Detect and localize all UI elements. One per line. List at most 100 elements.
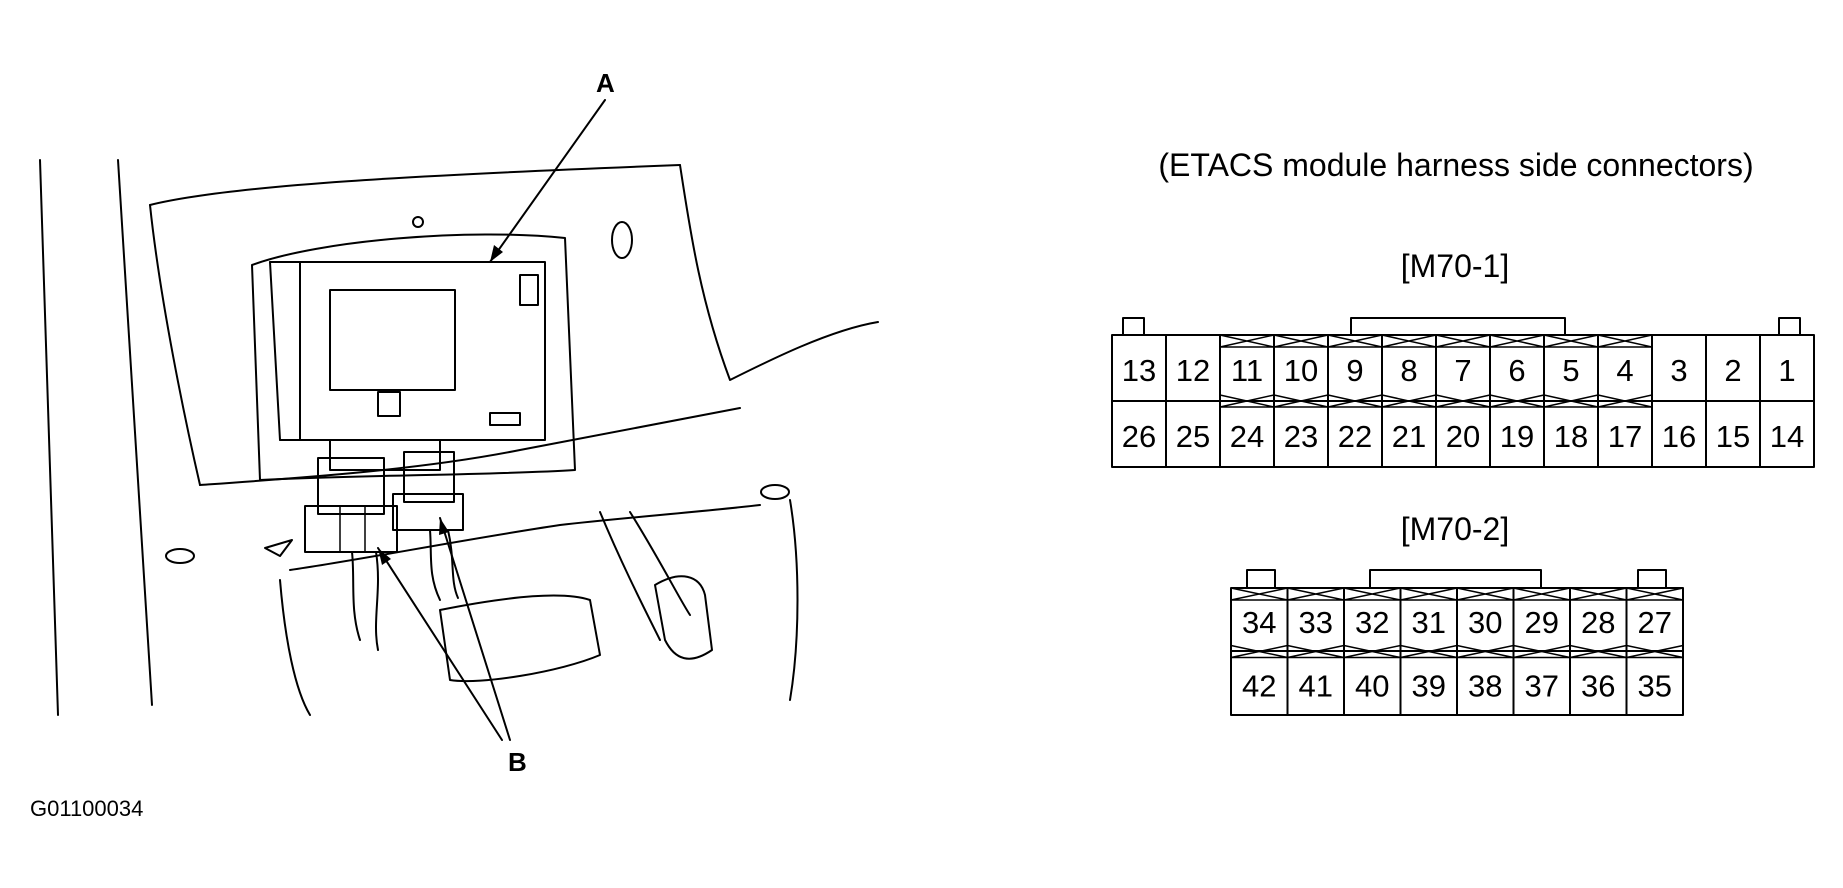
m70-1-lock-hatch bbox=[1219, 334, 1275, 348]
lower-trim-line bbox=[289, 504, 761, 571]
m70-2-pin-34: 34 bbox=[1242, 605, 1276, 640]
m70-1-pin-16: 16 bbox=[1662, 419, 1696, 454]
callout-b-arrowhead-2 bbox=[439, 518, 449, 535]
m70-2-lock-hatch bbox=[1513, 587, 1571, 601]
callout-a-arrowhead bbox=[490, 245, 503, 262]
m70-2-lock-hatch bbox=[1287, 644, 1345, 659]
m70-2-pin-35: 35 bbox=[1638, 668, 1672, 703]
m70-2-lock-hatch bbox=[1626, 644, 1684, 659]
m70-1-pin-20: 20 bbox=[1446, 419, 1480, 454]
m70-1-lock-hatch bbox=[1597, 394, 1653, 408]
m70-1-lock-hatch bbox=[1489, 394, 1545, 408]
module-recess bbox=[251, 233, 576, 481]
m70-2-lock-hatch bbox=[1569, 587, 1627, 601]
trim-hole-right bbox=[760, 484, 790, 500]
m70-2-pin-41: 41 bbox=[1299, 668, 1333, 703]
m70-1-pin-22: 22 bbox=[1338, 419, 1372, 454]
callout-b-leader-1 bbox=[377, 547, 503, 741]
m70-1-key bbox=[1350, 317, 1566, 336]
m70-2-pin-31: 31 bbox=[1412, 605, 1446, 640]
m70-2-lock-hatch bbox=[1569, 644, 1627, 659]
m70-2-latch-right bbox=[1637, 569, 1667, 589]
mount-tab bbox=[519, 274, 539, 306]
m70-1-pin-18: 18 bbox=[1554, 419, 1588, 454]
m70-1-lock-hatch bbox=[1273, 334, 1329, 348]
m70-1-lock-hatch bbox=[1327, 394, 1383, 408]
wire-3 bbox=[429, 529, 441, 601]
brake-pedal bbox=[654, 575, 713, 660]
floor-edge bbox=[789, 499, 799, 701]
m70-2-pin-38: 38 bbox=[1468, 668, 1502, 703]
m70-2-lock-hatch bbox=[1230, 644, 1288, 659]
m70-2-pin-33: 33 bbox=[1299, 605, 1333, 640]
m70-1-lock-hatch bbox=[1381, 394, 1437, 408]
m70-2-lock-hatch bbox=[1230, 587, 1288, 601]
m70-2-latch-left bbox=[1246, 569, 1276, 589]
m70-2-lock-hatch bbox=[1456, 587, 1514, 601]
m70-2-lock-hatch bbox=[1287, 587, 1345, 601]
m70-1-lock-hatch bbox=[1543, 334, 1599, 348]
m70-1-pin-23: 23 bbox=[1284, 419, 1318, 454]
m70-1-pin-11: 11 bbox=[1231, 353, 1263, 388]
trim-hole-left bbox=[165, 548, 195, 564]
m70-2-label: [M70-2] bbox=[1401, 511, 1509, 547]
m70-1-pin-8: 8 bbox=[1400, 353, 1417, 388]
panel-screw bbox=[412, 216, 424, 228]
m70-2-pin-39: 39 bbox=[1412, 668, 1446, 703]
m70-1-pin-2: 2 bbox=[1724, 353, 1741, 388]
m70-2-pin-27: 27 bbox=[1638, 605, 1672, 640]
panel-hole bbox=[611, 221, 633, 259]
m70-1-pin-4: 4 bbox=[1616, 353, 1633, 388]
m70-1-lock-hatch bbox=[1219, 394, 1275, 408]
m70-2-lock-hatch bbox=[1400, 644, 1458, 659]
m70-1-latch-left bbox=[1122, 317, 1145, 336]
dash-top-edge bbox=[149, 164, 681, 206]
wire-1 bbox=[351, 551, 361, 641]
callout-a-label: A bbox=[596, 68, 615, 98]
trim-notch bbox=[264, 539, 293, 557]
harness-connector-left bbox=[304, 457, 398, 553]
m70-1-pin-13: 13 bbox=[1122, 353, 1156, 388]
m70-1-pin-14: 14 bbox=[1770, 419, 1804, 454]
m70-1-pin-9: 9 bbox=[1346, 353, 1363, 388]
m70-1-lock-hatch bbox=[1273, 394, 1329, 408]
harness-connector-right bbox=[392, 451, 464, 531]
m70-1-pin-1: 1 bbox=[1778, 353, 1795, 388]
m70-1-pin-5: 5 bbox=[1562, 353, 1579, 388]
callout-a-leader bbox=[489, 99, 606, 263]
m70-1-pin-25: 25 bbox=[1176, 419, 1210, 454]
callout-b-leader-2 bbox=[439, 517, 511, 741]
m70-1-lock-hatch bbox=[1543, 394, 1599, 408]
m70-2-key bbox=[1369, 569, 1542, 589]
wire-4 bbox=[447, 529, 459, 599]
connectors-heading: (ETACS module harness side connectors) bbox=[1158, 147, 1753, 183]
m70-1-latch-right bbox=[1778, 317, 1801, 336]
dash-right-edge bbox=[679, 164, 879, 381]
m70-1-lock-hatch bbox=[1435, 394, 1491, 408]
m70-2-lock-hatch bbox=[1400, 587, 1458, 601]
m70-2-lock-hatch bbox=[1343, 644, 1401, 659]
m70-1-pin-17: 17 bbox=[1608, 419, 1642, 454]
m70-1-pin-15: 15 bbox=[1716, 419, 1750, 454]
figure-code: G01100034 bbox=[30, 796, 143, 821]
m70-1-pin-7: 7 bbox=[1454, 353, 1471, 388]
m70-2-lock-hatch bbox=[1626, 587, 1684, 601]
callout-b-arrowhead-1 bbox=[378, 548, 391, 565]
m70-1-pin-19: 19 bbox=[1500, 419, 1534, 454]
m70-1-pin-12: 12 bbox=[1176, 353, 1210, 388]
m70-1-pin-26: 26 bbox=[1122, 419, 1156, 454]
m70-1-label: [M70-1] bbox=[1401, 248, 1509, 284]
connector-face-views: (ETACS module harness side connectors) [… bbox=[1111, 147, 1815, 716]
mount-pin bbox=[489, 412, 521, 426]
m70-2-pin-32: 32 bbox=[1355, 605, 1389, 640]
m70-1-pin-3: 3 bbox=[1670, 353, 1687, 388]
m70-1-pin-10: 10 bbox=[1284, 353, 1318, 388]
m70-2-pin-28: 28 bbox=[1581, 605, 1615, 640]
m70-2-pin-42: 42 bbox=[1242, 668, 1276, 703]
m70-2-pin-29: 29 bbox=[1525, 605, 1559, 640]
etacs-module-side bbox=[269, 261, 301, 441]
m70-2-pin-30: 30 bbox=[1468, 605, 1502, 640]
